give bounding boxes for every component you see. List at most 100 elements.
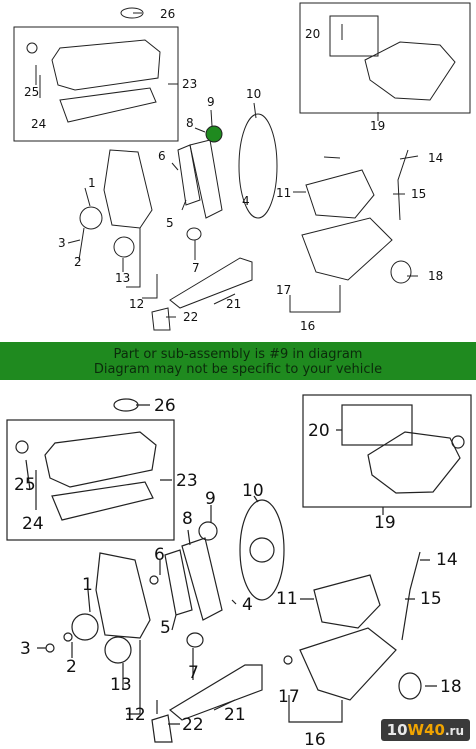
intake-manifold-box: [302, 394, 472, 508]
label-18: 18: [440, 677, 462, 697]
label-1: 1: [82, 575, 93, 595]
top-label-12: 12: [129, 297, 144, 311]
top-diagram-svg: 1 2 3 4 5 6 7 8 9 10 11 12 13 14 15 16 1…: [13, 2, 471, 333]
top-label-4: 4: [242, 194, 250, 208]
valve-cover: [51, 39, 161, 91]
oil-tube: [168, 664, 263, 721]
intake-gasket-set: [329, 15, 379, 57]
banner-line-2: Diagram may not be specific to your vehi…: [93, 362, 383, 377]
top-label-18: 18: [428, 269, 443, 283]
guide: [177, 144, 201, 206]
watermark-part-3: .ru: [444, 724, 464, 738]
banner-line-1: Part or sub-assembly is #9 in diagram: [113, 347, 363, 362]
oil-pan: [301, 217, 393, 281]
bracket: [151, 307, 171, 331]
label-15: 15: [420, 589, 442, 609]
front-seal: [113, 236, 135, 258]
oil-cap: [120, 7, 144, 19]
gasket-ring: [451, 435, 465, 449]
label-22: 22: [182, 715, 204, 735]
top-label-14: 14: [428, 151, 443, 165]
oil-pan: [299, 627, 397, 701]
label-4: 4: [242, 595, 253, 615]
label-10: 10: [242, 481, 264, 501]
label-5: 5: [160, 618, 171, 638]
intake-manifold-box: [299, 2, 471, 114]
leader-lines: [35, 12, 419, 318]
site-watermark: 10W40.ru: [380, 719, 470, 741]
top-label-22: 22: [183, 310, 198, 324]
bottom-diagram: 1 2 3 4 5 6 7 8 9 10 11 12 13 14 15 16 1…: [0, 383, 476, 749]
leader-lines: [25, 404, 437, 725]
oil-tube: [169, 257, 253, 309]
top-label-25: 25: [24, 85, 39, 99]
idler-gear: [186, 227, 202, 241]
label-6: 6: [154, 545, 165, 565]
drain-plug: [283, 655, 293, 665]
top-label-16: 16: [300, 319, 315, 333]
sprocket-hub: [249, 537, 275, 563]
part-9: [198, 521, 218, 541]
label-8: 8: [182, 509, 193, 529]
sprocket-gear: [239, 499, 285, 601]
bolt: [45, 643, 55, 653]
label-13: 13: [110, 675, 132, 695]
intake-gasket-set: [341, 404, 413, 446]
label-25: 25: [14, 475, 36, 495]
valve-cover-gasket: [59, 87, 157, 123]
top-label-21: 21: [226, 297, 241, 311]
top-label-20: 20: [305, 27, 320, 41]
top-label-13: 13: [115, 271, 130, 285]
dipstick: [397, 149, 409, 221]
label-26: 26: [154, 396, 176, 416]
label-12: 12: [124, 705, 146, 725]
valve-cover-box: [6, 419, 175, 541]
top-label-8: 8: [186, 116, 194, 130]
top-label-26: 26: [160, 7, 175, 21]
valve-cover-gasket: [51, 481, 154, 521]
label-17: 17: [278, 687, 300, 707]
oil-cap: [113, 398, 139, 412]
oil-pump: [305, 169, 375, 219]
watermark-part-2: W40: [407, 721, 445, 739]
top-label-1: 1: [88, 176, 96, 190]
top-label-17: 17: [276, 283, 291, 297]
oil-filter: [398, 672, 422, 700]
top-label-11: 11: [276, 186, 291, 200]
oil-pump: [313, 574, 381, 629]
intake-manifold: [367, 431, 461, 494]
valve-cover: [44, 431, 157, 488]
label-11: 11: [276, 589, 298, 609]
label-21: 21: [224, 705, 246, 725]
front-seal: [104, 636, 132, 664]
top-label-7: 7: [192, 261, 200, 275]
timing-chain: [181, 537, 223, 621]
top-label-23: 23: [182, 77, 197, 91]
label-16: 16: [304, 730, 326, 749]
timing-cover: [103, 149, 153, 229]
label-23: 23: [176, 471, 198, 491]
label-3: 3: [20, 639, 31, 659]
label-9: 9: [205, 489, 216, 509]
top-label-5: 5: [166, 216, 174, 230]
top-label-6: 6: [158, 149, 166, 163]
crank-pulley: [79, 206, 103, 230]
top-label-15: 15: [411, 187, 426, 201]
crank-pulley: [71, 613, 99, 641]
label-2: 2: [66, 657, 77, 677]
sensor-part: [26, 42, 38, 54]
bottom-diagram-svg: 1 2 3 4 5 6 7 8 9 10 11 12 13 14 15 16 1…: [6, 394, 472, 749]
bracket: [151, 714, 173, 743]
timing-chain: [189, 139, 223, 219]
label-24: 24: [22, 514, 44, 534]
dipstick: [401, 551, 421, 641]
top-diagram: 1 2 3 4 5 6 7 8 9 10 11 12 13 14 15 16 1…: [0, 0, 476, 340]
top-label-10: 10: [246, 87, 261, 101]
idler-gear: [186, 632, 204, 648]
label-20: 20: [308, 421, 330, 441]
sprocket-gear: [238, 113, 278, 219]
sensor-part: [15, 440, 29, 454]
intake-manifold: [364, 41, 456, 101]
top-label-9: 9: [207, 95, 215, 109]
oil-filter: [390, 260, 412, 284]
